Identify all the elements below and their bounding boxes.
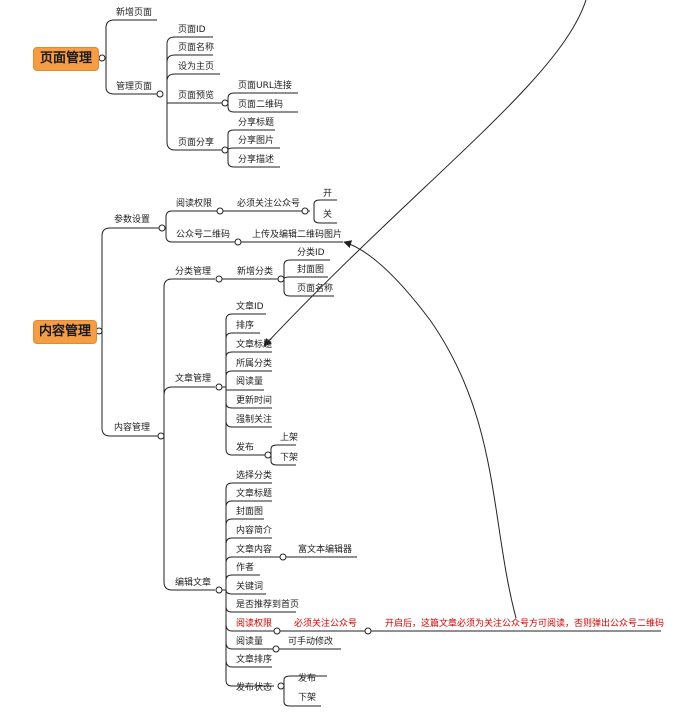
node-cover[interactable]: 封面图 [297, 265, 325, 275]
node-article-sort[interactable]: 文章排序 [236, 655, 273, 665]
node-shelf-on[interactable]: 上架 [280, 433, 299, 443]
node-e-read-count[interactable]: 阅读量 [236, 637, 264, 647]
node-e-must-follow[interactable]: 必须关注公众号 [294, 619, 358, 629]
node-manage-pages[interactable]: 管理页面 [116, 82, 153, 92]
node-publish[interactable]: 发布 [236, 443, 255, 453]
node-keywords[interactable]: 关键词 [236, 582, 264, 592]
node-share-desc[interactable]: 分享描述 [238, 155, 275, 165]
node-publish-status[interactable]: 发布状态 [236, 683, 273, 693]
node-status-publish[interactable]: 发布 [298, 674, 317, 684]
node-page-name[interactable]: 页面名称 [178, 43, 215, 53]
node-read-count[interactable]: 阅读量 [236, 377, 264, 387]
node-set-home[interactable]: 设为主页 [178, 62, 215, 72]
node-article-content[interactable]: 文章内容 [236, 545, 273, 555]
node-sort[interactable]: 排序 [236, 321, 255, 331]
node-add-page[interactable]: 新增页面 [116, 8, 153, 18]
node-page-share[interactable]: 页面分享 [178, 138, 215, 148]
node-category-mgmt[interactable]: 分类管理 [175, 267, 212, 277]
root-page-management[interactable]: 页面管理 [33, 47, 99, 71]
node-official-qr[interactable]: 公众号二维码 [176, 230, 231, 240]
node-read-perm[interactable]: 阅读权限 [176, 199, 213, 209]
node-upload-qr[interactable]: 上传及编辑二维码图片 [252, 230, 343, 240]
node-rich-editor[interactable]: 富文本编辑器 [298, 545, 353, 555]
node-must-follow[interactable]: 必须关注公众号 [237, 199, 301, 209]
node-on[interactable]: 开 [323, 189, 333, 199]
node-page-qr[interactable]: 页面二维码 [238, 100, 284, 110]
node-e-article-title[interactable]: 文章标题 [236, 489, 273, 499]
node-content[interactable]: 内容管理 [114, 423, 151, 433]
node-author[interactable]: 作者 [236, 563, 255, 573]
node-article-id[interactable]: 文章ID [236, 302, 264, 312]
node-shelf-off[interactable]: 下架 [280, 453, 299, 463]
node-page-preview[interactable]: 页面预览 [178, 91, 215, 101]
node-choose-category[interactable]: 选择分类 [236, 471, 273, 481]
node-category-id[interactable]: 分类ID [297, 248, 325, 258]
node-share-title[interactable]: 分享标题 [238, 118, 275, 128]
node-page-url[interactable]: 页面URL连接 [238, 81, 292, 91]
node-off[interactable]: 关 [323, 210, 333, 220]
node-force-follow[interactable]: 强制关注 [236, 415, 273, 425]
node-article-mgmt[interactable]: 文章管理 [175, 374, 212, 384]
node-article-title[interactable]: 文章标题 [236, 340, 273, 350]
node-update-time[interactable]: 更新时间 [236, 396, 273, 406]
node-e-cover[interactable]: 封面图 [236, 507, 264, 517]
node-edit-article[interactable]: 编辑文章 [175, 578, 212, 588]
node-cat-page-name[interactable]: 页面名称 [297, 284, 334, 294]
root-content-management[interactable]: 内容管理 [33, 320, 97, 344]
node-page-id[interactable]: 页面ID [178, 25, 206, 35]
node-manual-edit[interactable]: 可手动修改 [288, 637, 334, 647]
node-e-read-perm[interactable]: 阅读权限 [236, 619, 273, 629]
node-add-category[interactable]: 新增分类 [237, 267, 274, 277]
node-params[interactable]: 参数设置 [114, 215, 151, 225]
node-recommend[interactable]: 是否推荐到首页 [236, 600, 300, 610]
node-status-off[interactable]: 下架 [298, 693, 317, 703]
node-category[interactable]: 所属分类 [236, 359, 273, 369]
node-share-image[interactable]: 分享图片 [238, 136, 275, 146]
node-summary[interactable]: 内容简介 [236, 526, 273, 536]
node-perm-note[interactable]: 开启后，这篇文章必须为关注公众号方可阅读，否则弹出公众号二维码 [385, 619, 665, 629]
